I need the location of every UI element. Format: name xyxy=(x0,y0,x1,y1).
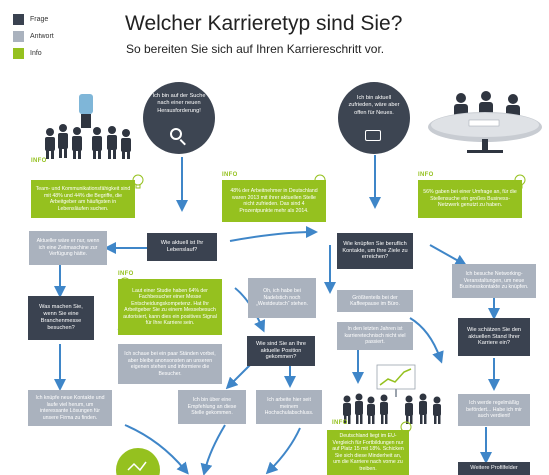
legend-swatch-info xyxy=(13,48,24,59)
info-box-fortbildung: Deutschland liegt im EU-Vergleich für Fo… xyxy=(327,430,409,475)
question-schaetzen: Wie schätzen Sie den aktuellen Stand Ihr… xyxy=(458,318,530,356)
start-right-text: Ich bin aktuell zufrieden, wäre aber off… xyxy=(348,95,400,116)
answer-zeitmaschine: Aktueller wäre er nur, wenn ich eine Zei… xyxy=(29,231,107,265)
page-title: Welcher Karrieretyp sind Sie? xyxy=(125,12,403,35)
info-box-team: Team- und Kommunikationsfähigkeit sind m… xyxy=(31,180,135,218)
start-left-text: Ich bin auf der Suche nach einer neuen H… xyxy=(152,93,206,114)
briefcase-icon xyxy=(365,130,381,141)
answer-staende: Ich schaue bei ein paar Ständen vorbei, … xyxy=(118,344,222,384)
start-circle-left: Ich bin auf der Suche nach einer neuen H… xyxy=(143,82,215,154)
info-box-netzwerk: 56% gaben bei einer Umfrage an, für die … xyxy=(418,180,522,218)
question-kontakte: Wie knüpfen Sie beruflich Kontakte, um I… xyxy=(337,233,413,269)
answer-karriere: In den letzten Jahren ist karrieretechni… xyxy=(337,322,413,350)
legend-swatch-frage xyxy=(13,14,24,25)
answer-hochschul: Ich arbeite hier seit meinem Hochschulab… xyxy=(256,390,322,424)
office-people-icon xyxy=(45,94,131,159)
meeting-table-icon xyxy=(428,91,542,153)
answer-nadelstich: Oh, ich habe bei Nadelstich noch „Westde… xyxy=(248,278,316,318)
question-lebenslauf: Wie aktuell ist Ihr Lebenslauf? xyxy=(147,233,217,261)
legend-label-frage: Frage xyxy=(30,16,49,23)
info-box-messe: Laut einer Studie haben 64% der Fachbesu… xyxy=(118,279,222,335)
question-bottom-right: Weitere Profilfelder xyxy=(458,462,530,475)
question-messe: Was machen Sie, wenn Sie eine Branchenme… xyxy=(28,296,94,340)
answer-networking: Ich besuche Networking-Veranstaltungen, … xyxy=(452,264,536,298)
info-box-zufriedenheit: 48% der Arbeitnehmer in Deutschland ware… xyxy=(222,180,326,222)
info-label-4: INFO xyxy=(118,271,134,277)
info-label-5: INFO xyxy=(332,420,348,426)
page-subtitle: So bereiten Sie sich auf Ihren Karrieres… xyxy=(126,42,385,56)
legend-label-antwort: Antwort xyxy=(30,33,54,40)
answer-kontakte: Ich knüpfe neue Kontakte und laufe viel … xyxy=(28,390,112,426)
info-label-3: INFO xyxy=(418,172,434,178)
legend-swatch-antwort xyxy=(13,31,24,42)
info-label-1: INFO xyxy=(31,158,47,164)
answer-kaffee: Größtenteils bei der Kaffeepause im Büro… xyxy=(337,290,413,312)
start-circle-right: Ich bin aktuell zufrieden, wäre aber off… xyxy=(338,82,410,154)
presentation-people-icon xyxy=(343,364,441,424)
answer-empfehlung: Ich bin über eine Empfehlung an diese St… xyxy=(178,390,246,424)
magnifier-icon xyxy=(170,128,182,140)
question-position: Wie sind Sie an Ihre aktuelle Position g… xyxy=(247,336,315,366)
large-lightbulb-icon xyxy=(116,448,160,475)
info-label-2: INFO xyxy=(222,172,238,178)
answer-befoerdert: Ich werde regelmäßig befördert... Habe i… xyxy=(458,394,530,426)
legend-label-info: Info xyxy=(30,50,42,57)
